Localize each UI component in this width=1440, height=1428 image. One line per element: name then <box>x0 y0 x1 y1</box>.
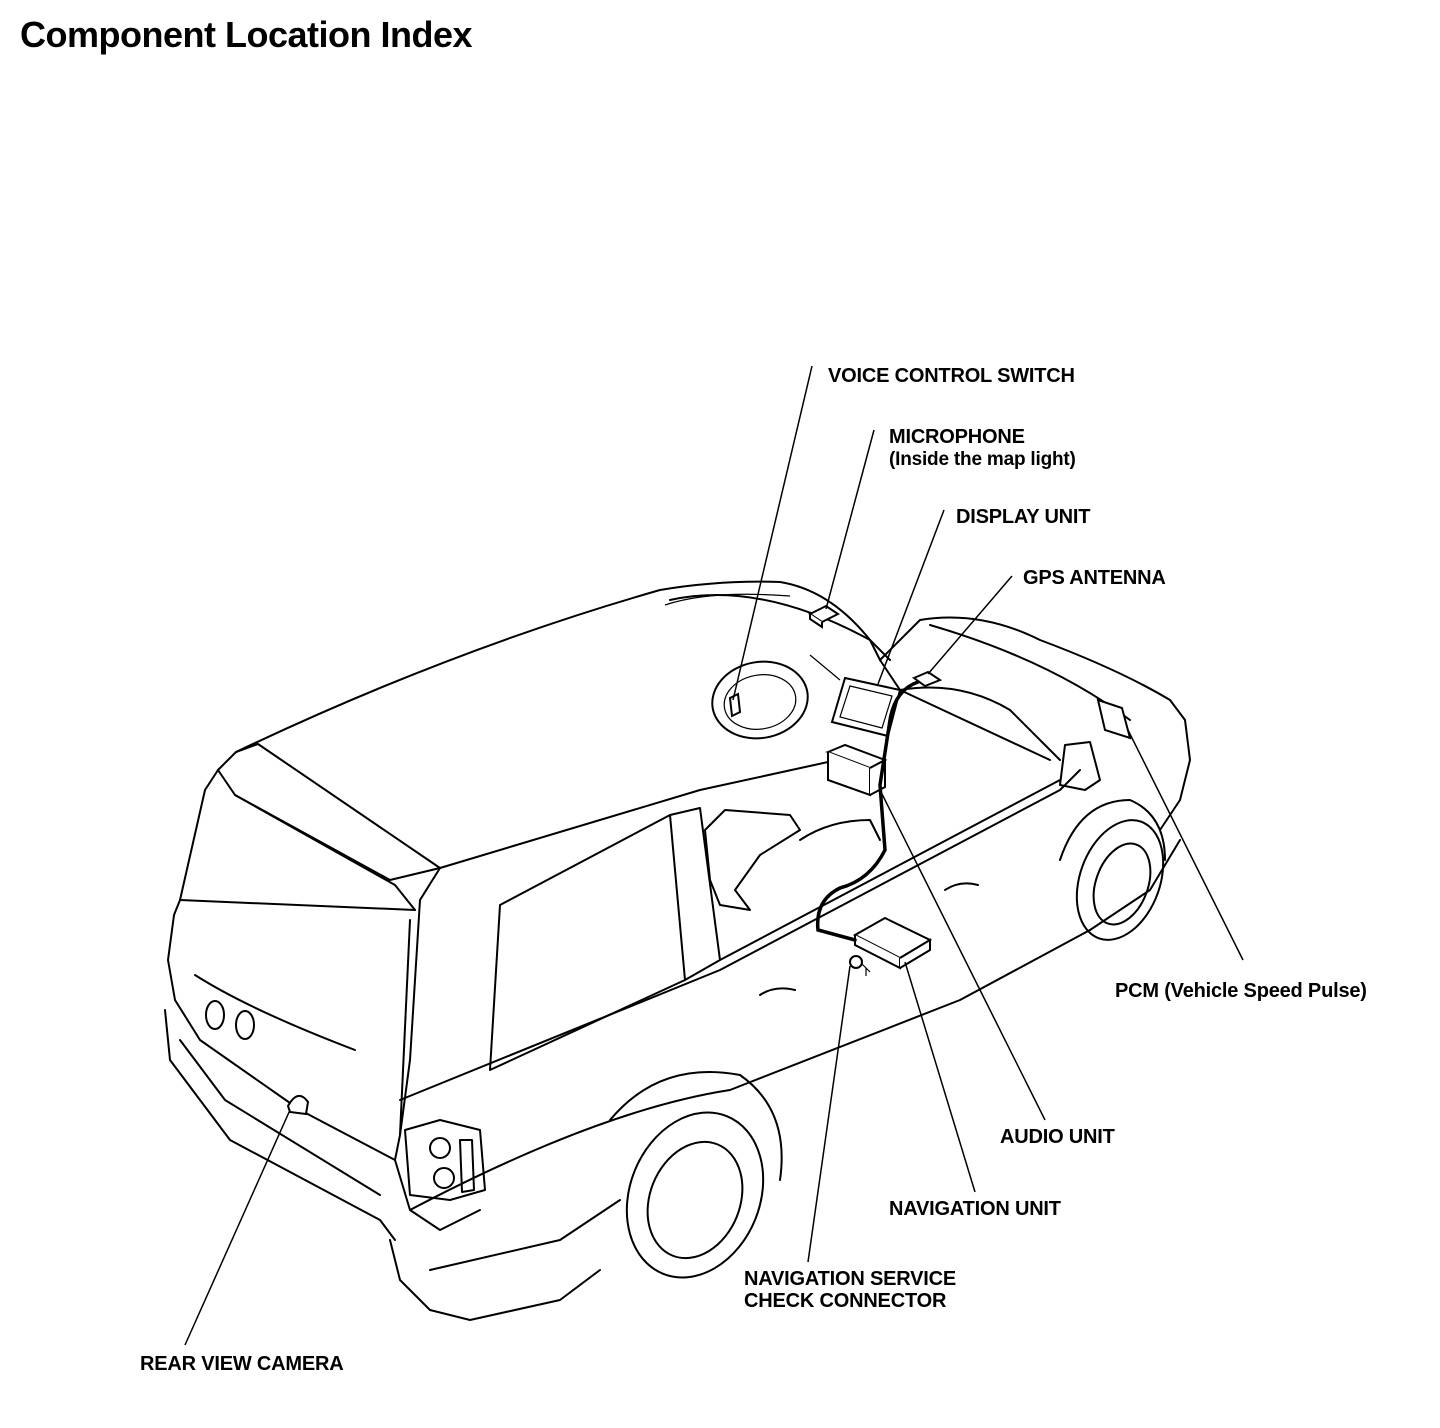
label-voice-control-switch: VOICE CONTROL SWITCH <box>828 365 1075 387</box>
rear-view-camera-part <box>286 1095 310 1116</box>
vehicle-body <box>164 580 1191 1321</box>
pcm-part <box>1096 698 1132 740</box>
nav-service-check-connector-part <box>849 955 871 976</box>
leader-lines <box>184 365 1244 1346</box>
label-microphone-note: (Inside the map light) <box>889 449 1076 470</box>
label-rear-view-camera: REAR VIEW CAMERA <box>140 1353 344 1375</box>
label-pcm: PCM (Vehicle Speed Pulse) <box>1115 980 1367 1002</box>
label-nav-service-line2: CHECK CONNECTOR <box>744 1290 947 1312</box>
label-display-unit: DISPLAY UNIT <box>956 506 1091 528</box>
audio-unit-part <box>825 743 888 797</box>
gps-antenna-part <box>911 670 943 688</box>
label-gps-antenna: GPS ANTENNA <box>1023 567 1166 589</box>
navigation-unit-part <box>852 916 933 970</box>
voice-control-switch-part <box>728 692 742 718</box>
label-microphone: MICROPHONE <box>889 426 1025 448</box>
label-audio-unit: AUDIO UNIT <box>1000 1126 1115 1148</box>
label-navigation-unit: NAVIGATION UNIT <box>889 1198 1061 1220</box>
page-title: Component Location Index <box>20 14 473 55</box>
microphone-part <box>808 604 840 629</box>
navigation-wiring <box>815 680 920 942</box>
label-nav-service-line1: NAVIGATION SERVICE <box>744 1268 956 1290</box>
